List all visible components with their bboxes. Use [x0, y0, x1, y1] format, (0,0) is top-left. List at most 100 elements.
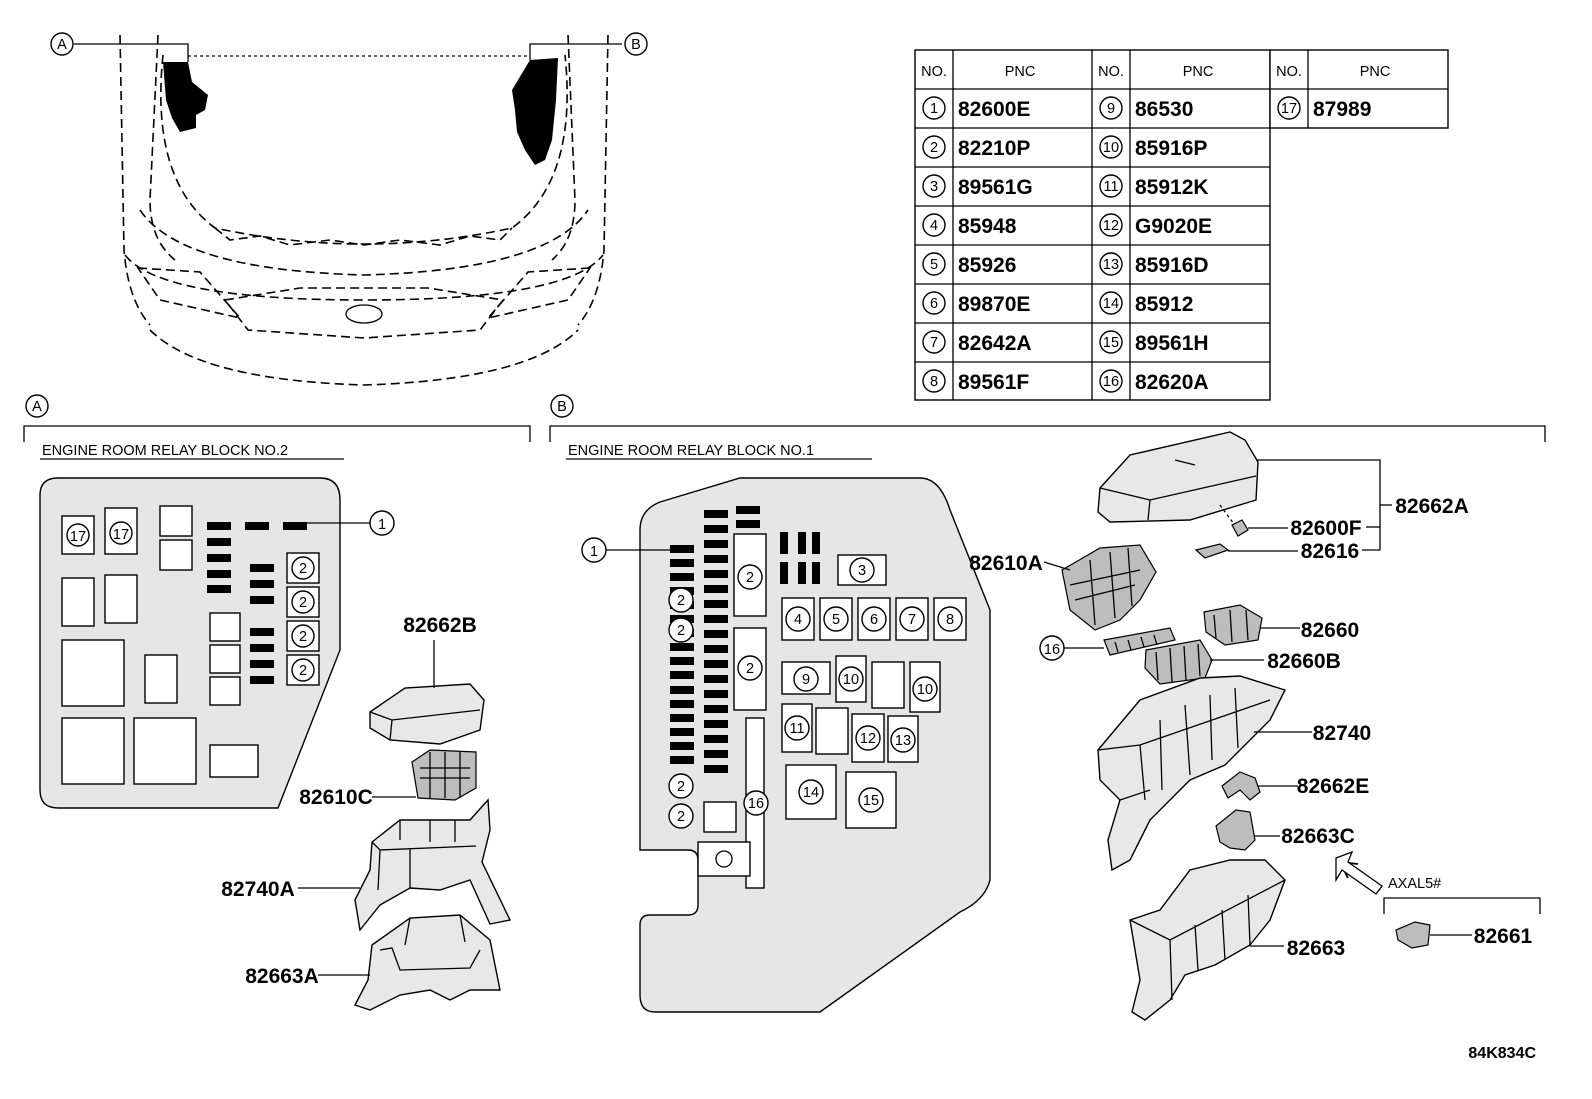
table-pnc-9: 86530 [1135, 98, 1193, 121]
fuse [704, 690, 728, 698]
fuse-vertical [798, 532, 806, 554]
fuse [207, 554, 231, 562]
table-index-circle [1099, 174, 1123, 198]
section-a-ref: A [32, 399, 42, 415]
table-index-circle [1099, 96, 1123, 120]
variant-label: AXAL5# [1388, 876, 1441, 892]
fuse-vertical [780, 562, 788, 584]
callout-82662a: 82662A [1395, 495, 1469, 518]
callout-82610a: 82610A [969, 552, 1043, 575]
fuse [207, 522, 231, 530]
fuse [704, 570, 728, 578]
table-pnc-6: 89870E [958, 293, 1030, 316]
table-header-pnc-3: PNC [1360, 64, 1391, 80]
fuse [207, 538, 231, 546]
index-9-b-circle [793, 666, 819, 692]
table-index-4: 4 [930, 218, 938, 234]
table-index-circle [922, 330, 946, 354]
index-2-b: 2 [677, 623, 685, 639]
index-17-a1: 17 [70, 529, 86, 545]
table-pnc-10: 85916P [1135, 137, 1207, 160]
index-1-b: 1 [590, 544, 598, 560]
vehicle-front-view: A B [50, 32, 648, 386]
fuse [704, 510, 728, 518]
table-index-6: 6 [930, 296, 938, 312]
table-pnc-16: 82620A [1135, 371, 1209, 394]
fuse [250, 580, 274, 588]
index-4-b: 4 [794, 612, 802, 628]
index-2-a: 2 [299, 561, 307, 577]
index-13-b-circle [890, 727, 916, 753]
fuse [670, 714, 694, 722]
index-3-b-circle [849, 557, 875, 583]
fuse [670, 545, 694, 553]
table-index-8: 8 [930, 374, 938, 390]
index-3-b: 3 [858, 563, 866, 579]
callout-82616: 82616 [1301, 540, 1359, 563]
fuse [704, 735, 728, 743]
table-index-circle [922, 135, 946, 159]
fuse [250, 676, 274, 684]
fuse [670, 573, 694, 581]
fuse [670, 728, 694, 736]
callout-82663: 82663 [1287, 937, 1345, 960]
table-index-circle [922, 291, 946, 315]
index-2-b-circle [737, 655, 763, 681]
callout-82740: 82740 [1313, 722, 1371, 745]
table-pnc-4: 85948 [958, 215, 1017, 238]
table-pnc-14: 85912 [1135, 293, 1193, 316]
index-16-callout: 16 [1044, 642, 1060, 658]
index-10-b-circle [838, 666, 864, 692]
callout-82660b: 82660B [1267, 650, 1341, 673]
index-17-a2: 17 [113, 527, 129, 543]
table-pnc-2: 82210P [958, 137, 1030, 160]
fuse [704, 540, 728, 548]
table-index-7: 7 [930, 335, 938, 351]
table-pnc-5: 85926 [958, 254, 1016, 277]
fuse [250, 644, 274, 652]
table-index-circle [922, 252, 946, 276]
index-5-b: 5 [832, 612, 840, 628]
fuse [670, 671, 694, 679]
table-pnc-12: G9020E [1135, 215, 1212, 238]
index-2-a-circle [291, 624, 315, 648]
index-16-b: 16 [748, 796, 764, 812]
fuse [670, 686, 694, 694]
table-index-circle [1099, 291, 1123, 315]
index-2-a-circle [291, 590, 315, 614]
index-8-b: 8 [946, 612, 954, 628]
table-index-16: 16 [1103, 374, 1119, 390]
ref-b-label: B [631, 37, 641, 53]
callout-82663a: 82663A [245, 965, 319, 988]
table-index-17: 17 [1281, 101, 1297, 117]
index-2-a-circle [291, 658, 315, 682]
table-index-11: 11 [1103, 179, 1118, 195]
index-13-b: 13 [895, 733, 911, 749]
table-header-no-3: NO. [1276, 64, 1302, 80]
table-index-13: 13 [1103, 257, 1119, 273]
index-2-b-circle [668, 617, 694, 643]
fuse [704, 615, 728, 623]
callout-82661: 82661 [1474, 925, 1533, 948]
index-2-b-circle [668, 773, 694, 799]
table-index-14: 14 [1103, 296, 1119, 312]
index-4-b-circle [785, 606, 811, 632]
index-2-a: 2 [299, 595, 307, 611]
callout-82663c: 82663C [1281, 825, 1355, 848]
index-2-b-circle [668, 803, 694, 829]
table-pnc-15: 89561H [1135, 332, 1209, 355]
ref-a-label: A [57, 37, 67, 53]
fuse-vertical [812, 562, 820, 584]
index-10-b: 10 [917, 682, 933, 698]
section-b-title: ENGINE ROOM RELAY BLOCK NO.1 [568, 443, 814, 459]
index-12-b: 12 [860, 731, 876, 747]
callout-82600f: 82600F [1290, 517, 1361, 540]
index-2-b-circle [737, 564, 763, 590]
table-index-circle [1099, 135, 1123, 159]
table-index-9: 9 [1107, 101, 1115, 117]
